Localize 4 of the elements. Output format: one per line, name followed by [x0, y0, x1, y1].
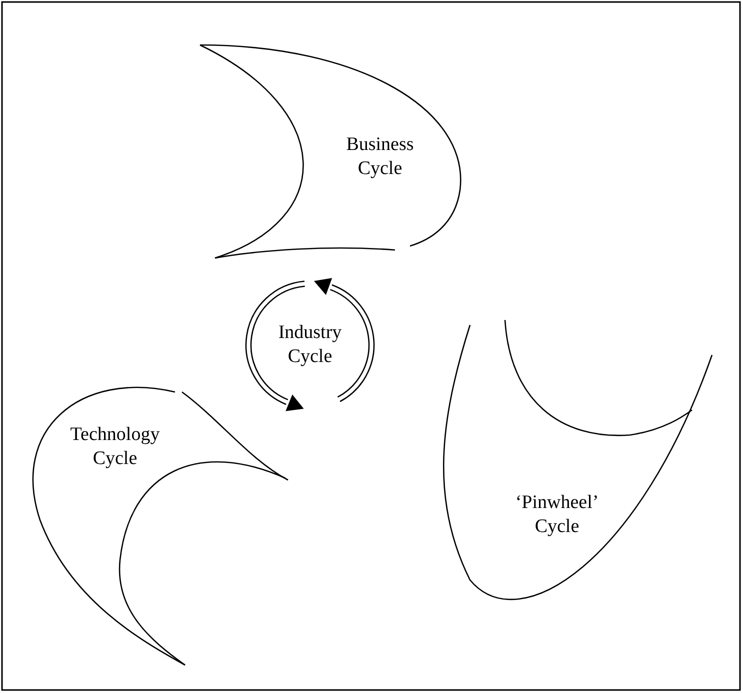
cycle-label: Technology Cycle [69, 423, 161, 471]
cycle-label: ‘Pinwheel’ Cycle [514, 491, 600, 539]
cycle-label: Industry Cycle [277, 321, 343, 369]
cycle-label: Business Cycle [345, 133, 415, 181]
